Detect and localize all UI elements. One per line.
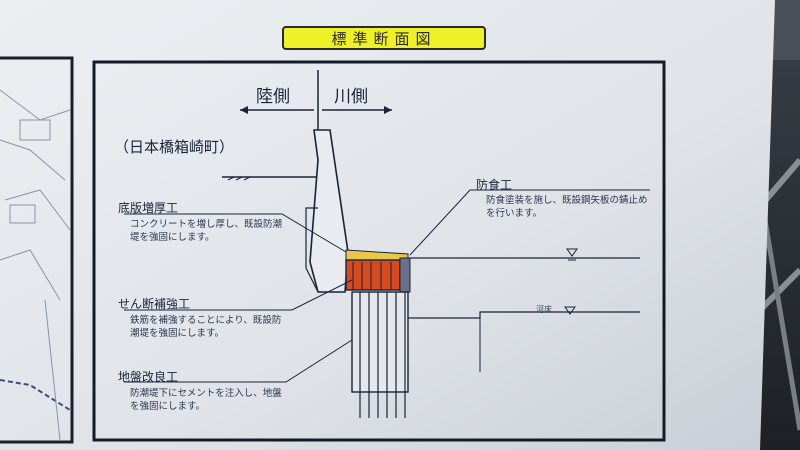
ground-improvement-heading: 地盤改良工 xyxy=(118,370,179,384)
slab-thickening-text: コンクリートを増し厚し、既設防潮堤を強固にします。 xyxy=(130,219,283,243)
corrosion-protection-heading: 防食工 xyxy=(476,178,513,192)
corrosion-protection-text: 防食塗装を施し、既設鋼矢板の錆止めを行います。 xyxy=(486,195,648,219)
ground-improvement-zone xyxy=(351,291,409,393)
seawall-body xyxy=(309,129,349,293)
riverbed-line xyxy=(408,311,640,319)
slab-thickening-heading: 底版増厚工 xyxy=(118,201,179,215)
ground-improvement-text: 防潮堤下にセメントを注入し、地盤を強固にします。 xyxy=(130,388,282,412)
leader-shear xyxy=(124,279,353,311)
concrete-base xyxy=(345,259,401,291)
drawing-frame xyxy=(92,60,666,442)
map-panel xyxy=(0,56,74,444)
shear-reinforcement-heading: せん断補強工 xyxy=(118,297,191,311)
river-side-label: 川側 xyxy=(334,87,368,107)
land-side-label: 陸側 xyxy=(256,87,290,107)
location-label: （日本橋箱崎町） xyxy=(114,138,235,156)
steel-sheet-pile-coating xyxy=(399,257,411,293)
sign-title: 標準断面図 xyxy=(282,26,486,50)
leader-ground xyxy=(124,339,353,383)
piles xyxy=(359,292,406,418)
leader-slab xyxy=(124,213,347,253)
sign-board xyxy=(0,0,775,450)
riverbed-label: 河床 xyxy=(536,305,552,314)
shear-reinforcement-text: 鉄筋を補強することにより、既設防潮堤を強固にします。 xyxy=(130,315,282,339)
leader-corrosion xyxy=(409,189,480,256)
